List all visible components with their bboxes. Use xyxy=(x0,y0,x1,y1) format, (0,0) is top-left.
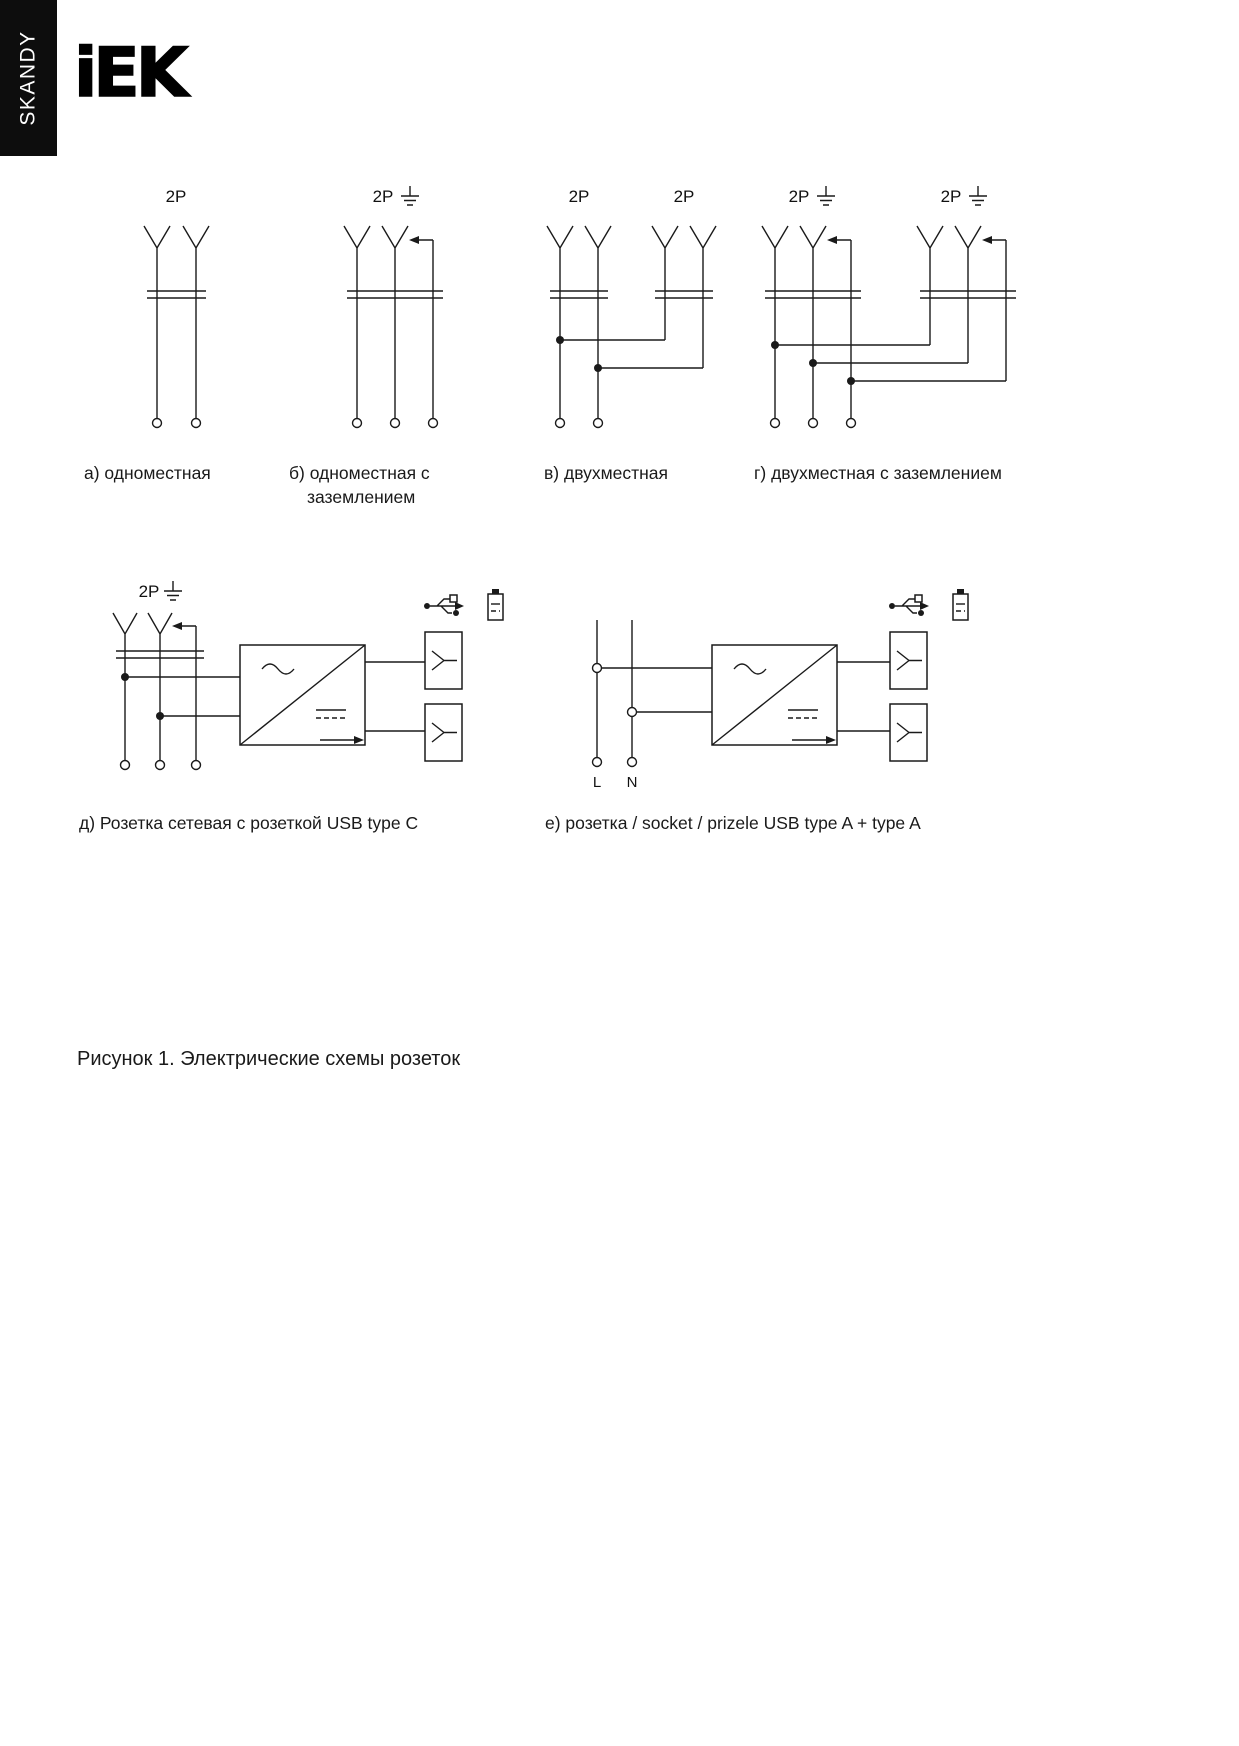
psu-output-wires xyxy=(837,661,890,732)
ground-icon xyxy=(969,186,987,206)
junction-dot xyxy=(156,712,164,720)
output-arrow xyxy=(354,736,364,744)
junction-dot xyxy=(847,377,855,385)
terminal-circle xyxy=(190,417,202,429)
psu-box xyxy=(239,644,366,746)
output-arrow xyxy=(826,736,836,744)
caption-socket-usb-type-a: е) розетка / socket / prizele USB type A… xyxy=(545,813,921,833)
terminal-circle xyxy=(626,706,638,718)
terminal-circle xyxy=(769,417,781,429)
pole-label: 2P xyxy=(569,187,590,206)
junction-dot xyxy=(809,359,817,367)
figure-caption: Рисунок 1. Электрические схемы розеток xyxy=(77,1048,461,1070)
usb-port-box xyxy=(424,703,463,762)
psu-output-wires xyxy=(365,661,425,732)
junction-dot xyxy=(121,673,129,681)
diagram-socket-usb-type-c: 2P xyxy=(112,581,504,771)
diagram-double-socket: 2P 2P xyxy=(546,187,717,429)
terminal-circle xyxy=(154,759,166,771)
psu-box xyxy=(711,644,838,746)
psu-diagonal xyxy=(239,644,366,746)
ground-icon xyxy=(817,186,835,206)
terminal-circle xyxy=(190,759,202,771)
usb-port-box xyxy=(889,703,928,762)
pole-label: 2P xyxy=(373,187,394,206)
socket-wiring xyxy=(343,225,443,418)
junction-dot xyxy=(594,364,602,372)
usb-icon xyxy=(424,594,464,616)
caption-single-socket-grounded: б) одноместная с заземлением xyxy=(289,462,430,509)
line-label-l: L xyxy=(593,774,601,791)
caption-double-socket: в) двухместная xyxy=(544,463,669,483)
pole-label: 2P xyxy=(941,187,962,206)
terminal-circle xyxy=(592,417,604,429)
terminal-circle xyxy=(626,756,638,768)
battery-icon xyxy=(952,589,969,621)
usb-port-icon xyxy=(896,650,922,671)
diagram-double-socket-grounded: 2P 2P xyxy=(761,186,1016,429)
series-sidebar: SKANDY xyxy=(0,0,57,156)
diagram-single-socket-grounded: 2P xyxy=(343,186,443,429)
psu-diagonal xyxy=(711,644,838,746)
battery-icon xyxy=(487,589,504,621)
ac-wave-icon xyxy=(261,663,295,675)
caption-line2: заземлением xyxy=(307,486,416,507)
junction-dot xyxy=(556,336,564,344)
usb-port-box xyxy=(424,631,463,690)
socket-wiring xyxy=(143,225,210,418)
ground-arrow xyxy=(827,236,837,244)
terminal-circle xyxy=(389,417,401,429)
pole-label: 2P xyxy=(139,582,160,601)
ground-arrow xyxy=(172,622,182,630)
terminal-circle xyxy=(427,417,439,429)
pole-label: 2P xyxy=(166,187,187,206)
ac-wave-icon xyxy=(733,663,767,675)
pole-label: 2P xyxy=(674,187,695,206)
usb-port-icon xyxy=(431,650,457,671)
socket-wiring xyxy=(596,620,712,757)
terminal-circle xyxy=(351,417,363,429)
ground-arrow xyxy=(409,236,419,244)
terminal-circle xyxy=(845,417,857,429)
junction-dot xyxy=(771,341,779,349)
socket-wiring xyxy=(761,225,1016,418)
socket-wiring xyxy=(112,612,240,760)
caption-line1: б) одноместная с xyxy=(289,463,430,483)
usb-port-box xyxy=(889,631,928,690)
usb-icon xyxy=(889,594,929,616)
caption-double-socket-grounded: г) двухместная с заземлением xyxy=(754,463,1002,483)
terminal-circle xyxy=(119,759,131,771)
ground-icon xyxy=(164,581,182,601)
line-label-n: N xyxy=(627,774,638,791)
terminal-circle xyxy=(151,417,163,429)
terminal-circle xyxy=(807,417,819,429)
caption-socket-usb-type-c: д) Розетка сетевая с розеткой USB type C xyxy=(79,813,419,833)
usb-port-icon xyxy=(896,722,922,743)
ground-icon xyxy=(401,186,419,206)
pole-label: 2P xyxy=(789,187,810,206)
terminal-circle xyxy=(591,662,603,674)
terminal-circle xyxy=(591,756,603,768)
diagram-single-socket: 2P xyxy=(143,187,210,429)
caption-single-socket: а) одноместная xyxy=(84,463,211,483)
ground-arrow xyxy=(982,236,992,244)
diagram-socket-usb-type-a: L N xyxy=(591,589,969,791)
terminal-circle xyxy=(554,417,566,429)
socket-wiring xyxy=(546,225,717,418)
usb-port-icon xyxy=(431,722,457,743)
brand-logo: iEK xyxy=(73,33,189,114)
